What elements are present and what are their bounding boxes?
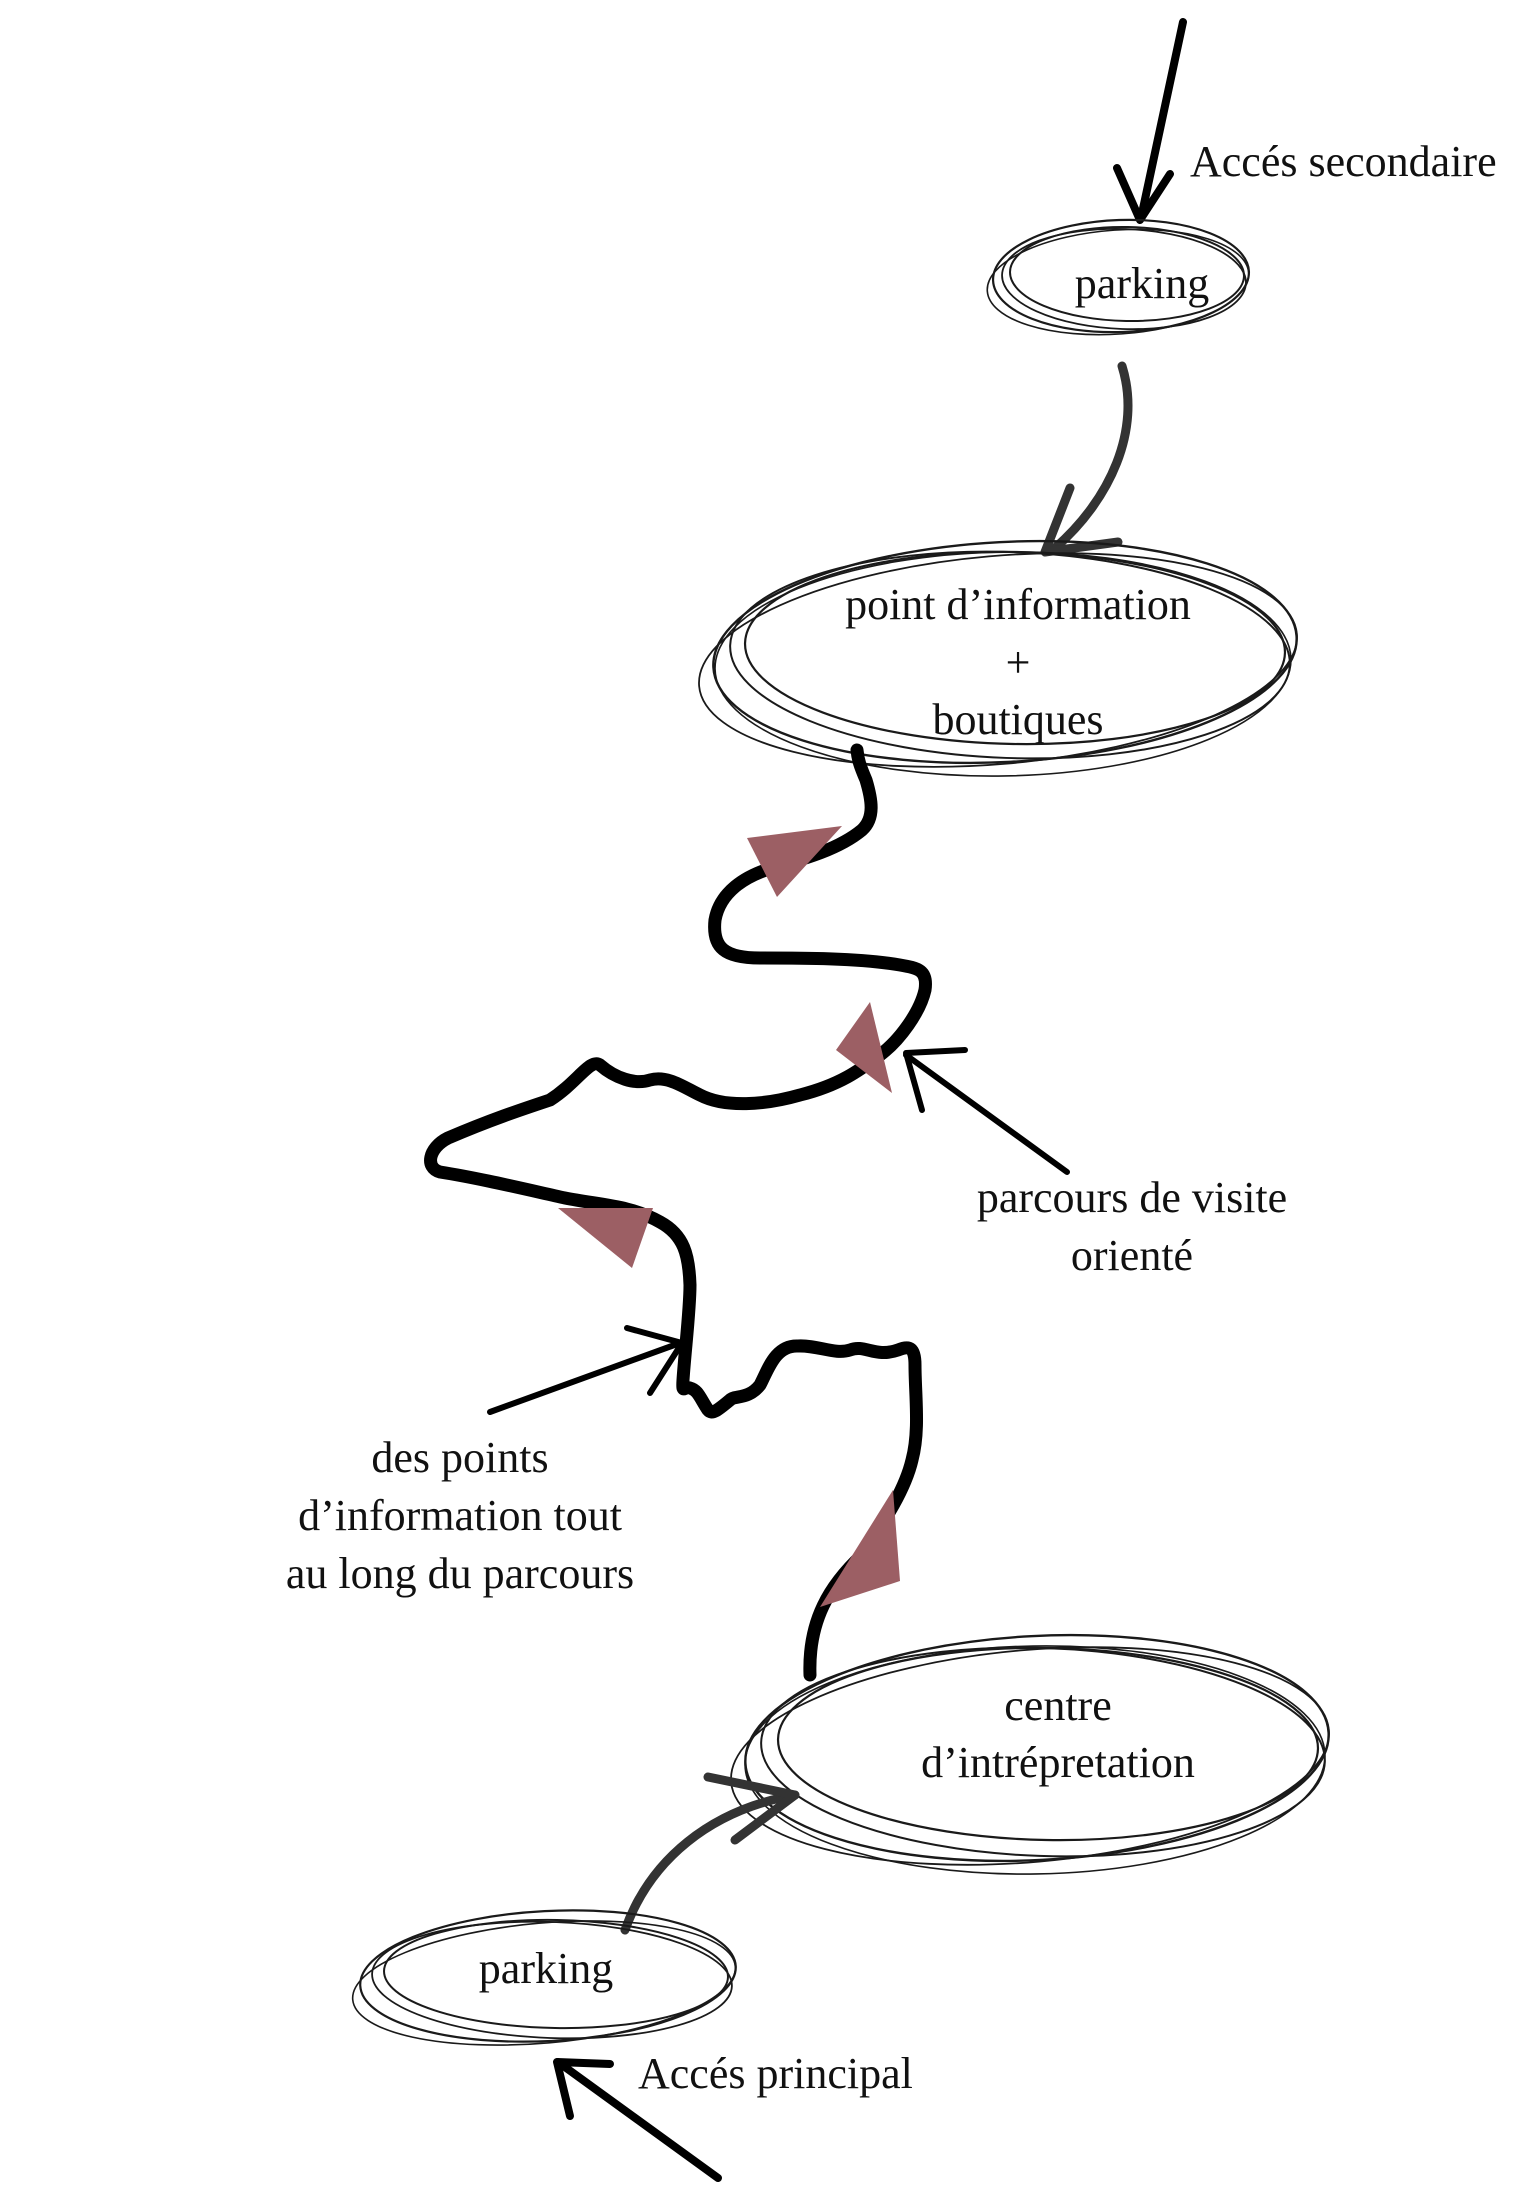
info-points-label-line-1: des points bbox=[371, 1433, 548, 1482]
route-direction-arrow-1 bbox=[820, 1490, 900, 1607]
interpretation-centre-label-line-2: d’intrépretation bbox=[921, 1738, 1195, 1787]
guided-route-label-line-1: parcours de visite bbox=[977, 1173, 1287, 1222]
parking-bottom-label: parking bbox=[479, 1944, 613, 1993]
interpretation-centre-node: centre d’intrépretation bbox=[730, 1633, 1330, 1875]
guided-route-label-line-2: orienté bbox=[1071, 1231, 1193, 1280]
info-point-label-line-3: boutiques bbox=[932, 695, 1103, 744]
info-points-label-line-2: d’information tout bbox=[298, 1491, 622, 1540]
secondary-access-label: Accés secondaire bbox=[1190, 137, 1497, 186]
secondary-access-arrow bbox=[1113, 18, 1187, 224]
parking-bottom-node: parking bbox=[351, 1909, 737, 2046]
visitor-route-path bbox=[424, 743, 933, 1682]
flow-arrow-parking-to-centre bbox=[620, 1772, 800, 1935]
flow-arrow-parking-to-info bbox=[1040, 361, 1133, 557]
parking-top-label: parking bbox=[1075, 259, 1209, 308]
info-points-pointer bbox=[487, 1325, 685, 1415]
guided-route-pointer bbox=[903, 1047, 1070, 1175]
route-direction-arrow-4 bbox=[747, 826, 842, 897]
info-points-label-line-3: au long du parcours bbox=[286, 1549, 634, 1598]
route-direction-arrow-3 bbox=[836, 1002, 892, 1093]
main-access-label: Accés principal bbox=[638, 2049, 913, 2098]
info-point-label-line-1: point d’information bbox=[845, 580, 1191, 629]
parking-top-node: parking bbox=[986, 218, 1251, 336]
main-access-arrow bbox=[553, 2058, 722, 2182]
interpretation-centre-label-line-1: centre bbox=[1004, 1681, 1111, 1730]
route-direction-arrow-2 bbox=[558, 1208, 653, 1268]
info-point-node: point d’information + boutiques bbox=[698, 539, 1298, 777]
info-point-label-line-2: + bbox=[1006, 638, 1031, 687]
